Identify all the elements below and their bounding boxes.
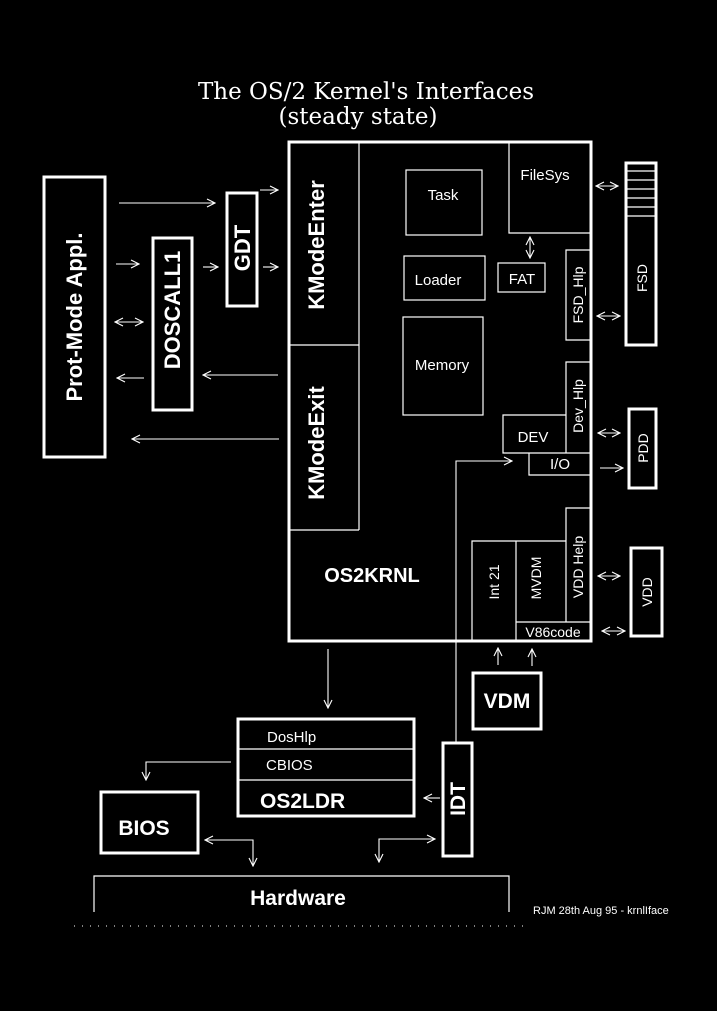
- vdm-box: VDM: [471, 671, 543, 731]
- int21-box: Int 21: [471, 540, 566, 641]
- cbios-label: CBIOS: [266, 757, 313, 774]
- os2ldr-box: DosHlp CBIOS OS2LDR: [236, 717, 416, 818]
- dev-hlp-label: Dev_Hlp: [570, 379, 586, 433]
- arrow-cbios-to-bios: [146, 761, 231, 780]
- bios-label: BIOS: [118, 817, 169, 840]
- vdd-label: VDD: [639, 577, 655, 607]
- vdd-help-box: VDD Help: [565, 507, 591, 622]
- memory-label: Memory: [415, 357, 470, 374]
- arrow-hardware-idt: [379, 839, 435, 862]
- pdd-label: PDD: [635, 433, 651, 463]
- v86code-label: V86code: [525, 624, 580, 640]
- kmode-enter-label: KModeEnter: [304, 180, 329, 310]
- arrow-bios-hardware: [205, 840, 253, 866]
- io-label: I/O: [550, 456, 570, 473]
- arrow-idt-to-io: [455, 461, 512, 742]
- fsd-hlp-box: FSD_Hlp: [565, 249, 591, 341]
- fat-label: FAT: [509, 271, 535, 288]
- gdt-box: GDT: [225, 191, 259, 308]
- fsd-label: FSD: [634, 264, 650, 292]
- filesys-box: FileSys: [508, 142, 591, 234]
- filesys-label: FileSys: [520, 167, 569, 184]
- mvdm-box: MVDM: [528, 557, 544, 600]
- loader-label: Loader: [415, 272, 462, 289]
- prot-mode-appl-label: Prot-Mode Appl.: [62, 232, 87, 401]
- call-arrows: [115, 190, 279, 439]
- idt-box: IDT: [441, 741, 474, 858]
- gdt-label: GDT: [230, 224, 255, 271]
- diagram-subtitle: (steady state): [279, 104, 438, 130]
- pdd-box: PDD: [627, 407, 658, 490]
- io-box: I/O: [528, 453, 591, 476]
- diagram-title: The OS/2 Kernel's Interfaces: [198, 79, 534, 105]
- vdd-box: VDD: [629, 546, 664, 638]
- vdd-help-label: VDD Help: [570, 536, 586, 598]
- doshlp-label: DosHlp: [267, 729, 316, 746]
- doscall1-box: DOSCALL1: [151, 236, 194, 412]
- task-label: Task: [428, 187, 459, 204]
- task-box: Task: [405, 169, 483, 236]
- dev-label: DEV: [518, 429, 549, 446]
- bios-box: BIOS: [99, 790, 200, 855]
- fsd-hlp-label: FSD_Hlp: [570, 266, 586, 323]
- kmode-exit-label: KModeExit: [304, 385, 329, 499]
- doscall1-label: DOSCALL1: [160, 251, 185, 370]
- dev-box: DEV: [502, 414, 591, 454]
- os2krnl-label: OS2KRNL: [324, 565, 420, 587]
- prot-mode-appl-box: Prot-Mode Appl.: [42, 175, 107, 459]
- int21-label: Int 21: [486, 564, 502, 599]
- hardware-box: Hardware: [93, 875, 510, 912]
- footer-credit: RJM 28th Aug 95 - krnlIface: [533, 905, 669, 917]
- dev-hlp-box: Dev_Hlp: [565, 361, 591, 453]
- fsd-box: FSD: [624, 161, 658, 347]
- mvdm-label: MVDM: [528, 557, 544, 600]
- hardware-label: Hardware: [250, 887, 346, 910]
- memory-box: Memory: [402, 316, 484, 416]
- kernel-box: KModeEnter KModeExit OS2KRNL: [287, 140, 593, 643]
- vdm-label: VDM: [484, 690, 531, 713]
- fat-box: FAT: [497, 262, 546, 293]
- loader-box: Loader: [403, 255, 486, 301]
- os2ldr-label: OS2LDR: [260, 790, 345, 813]
- v86code-box: V86code: [516, 621, 591, 640]
- idt-label: IDT: [447, 782, 470, 816]
